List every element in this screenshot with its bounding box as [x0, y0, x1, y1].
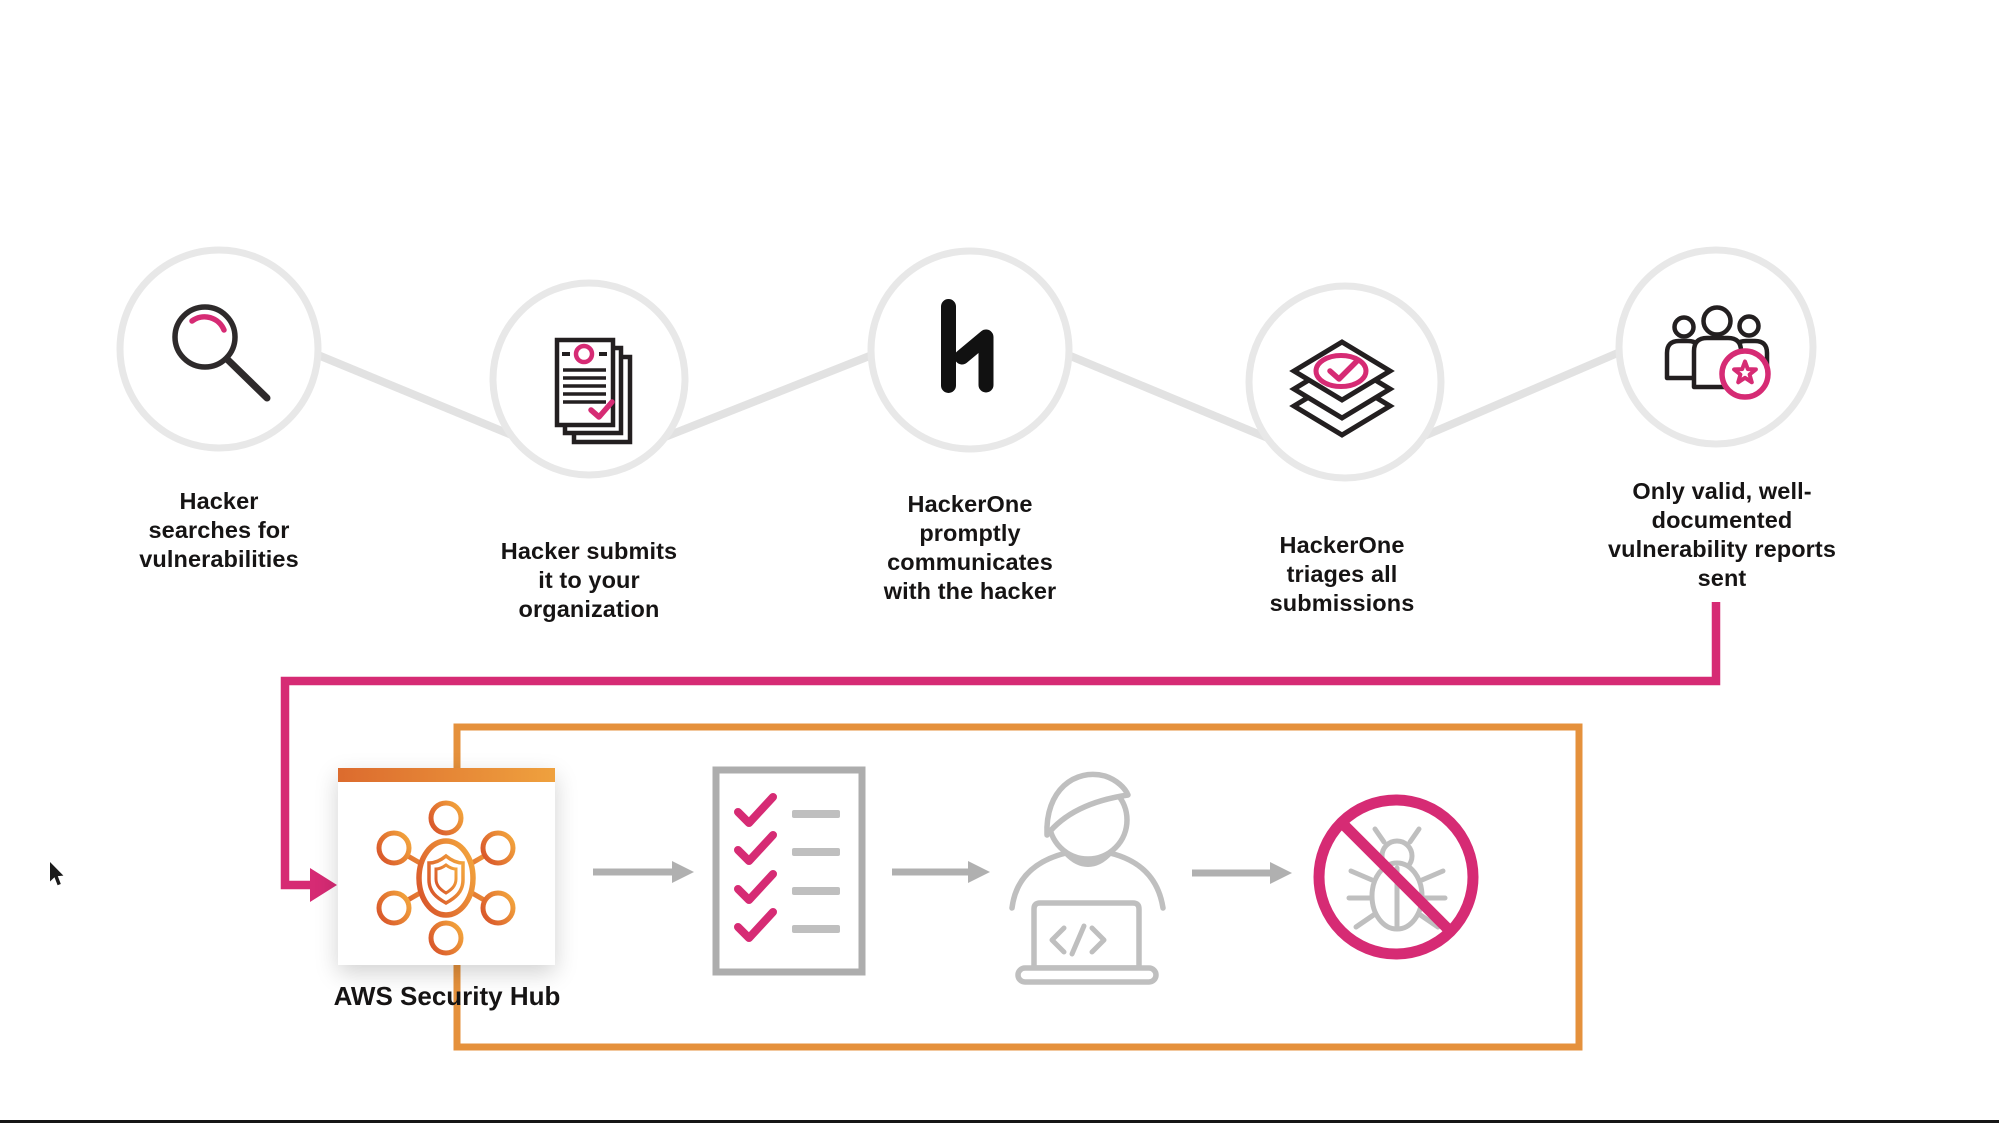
hackerone-logo-icon — [941, 299, 994, 393]
aws-card-gradient-bar — [338, 768, 555, 782]
hackers-group-icon — [1664, 305, 1771, 400]
mouse-cursor — [50, 862, 64, 886]
no-bug-icon — [1313, 794, 1479, 960]
aws-security-hub-label: AWS Security Hub — [333, 981, 561, 1011]
step-label-2: Hacker submits it to your organization — [500, 538, 678, 622]
flow-arrow-1 — [593, 861, 694, 883]
step-label-4: HackerOne triages all submissions — [1269, 532, 1415, 616]
search-icon — [172, 304, 271, 402]
bottom-border-line — [0, 1120, 1999, 1123]
aws-security-hub-icon — [376, 800, 516, 956]
step-label-5: Only valid, well- documented vulnerabili… — [1607, 478, 1837, 591]
step-label-1: Hacker searches for vulnerabilities — [139, 488, 299, 572]
report-documents-icon — [554, 337, 633, 445]
arrowhead — [310, 868, 337, 902]
report-flow-arrow — [280, 602, 1721, 902]
triage-layers-icon — [1289, 339, 1395, 438]
aws-security-hub-card — [338, 768, 555, 965]
step-circles — [116, 246, 1817, 482]
checklist-icon — [712, 766, 866, 976]
flow-arrow-2 — [892, 861, 990, 883]
step-circle-1 — [116, 246, 322, 452]
flow-arrow-3 — [1192, 862, 1292, 884]
step-label-3: HackerOne promptly communicates with the… — [883, 491, 1057, 604]
analyst-at-laptop-icon — [1009, 771, 1166, 985]
